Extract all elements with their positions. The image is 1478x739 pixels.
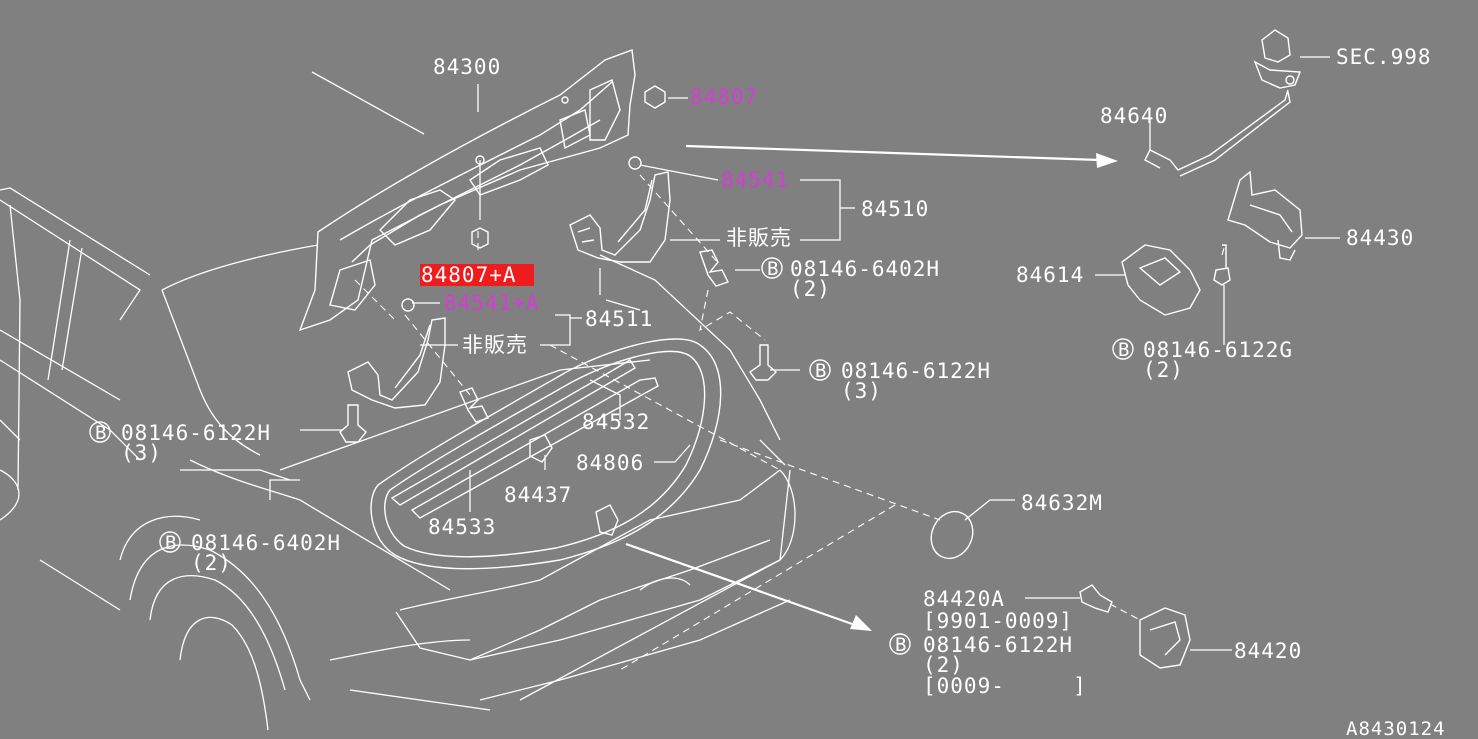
label-bolt-6122G[interactable]: 08146-6122G [1143,338,1293,362]
label-hanbai-2: 非販売 [462,333,528,357]
latch-84430-part [1227,170,1303,261]
figure-code: A8430124 [1346,718,1446,739]
bolt-b-glyph-2: B [815,360,827,382]
label-84807A[interactable]: 84807+A [421,263,517,287]
car-body-outline [0,71,796,731]
bolt-b-glyph-5: B [1118,339,1130,361]
lock-cylinder-part [1253,29,1301,89]
label-bolt-6122H-b[interactable]: 08146-6122H [841,359,991,383]
label-hanbai-1: 非販売 [726,226,792,250]
torsion-rods-part [390,359,659,519]
bolt-b-glyph-6: B [895,634,907,656]
label-sec998[interactable]: SEC.998 [1336,45,1432,69]
dashed-guides [354,174,1226,671]
hinge-left-part [347,298,446,409]
label-84632M[interactable]: 84632M [1021,491,1103,515]
highlight-84807A-box [420,264,534,286]
label-84614[interactable]: 84614 [1016,263,1084,287]
striker-84420-part [1079,584,1191,669]
label-bolt-6122H-a[interactable]: 08146-6122H [121,421,271,445]
bolt-b-glyph-4: B [165,532,177,554]
label-84541[interactable]: 84541 [721,168,789,192]
label-bolt-6402H-a-qty: (2) [790,277,831,301]
label-84300[interactable]: 84300 [433,55,501,79]
label-bolt-6122H-b-qty: (3) [841,379,882,403]
label-84806[interactable]: 84806 [576,451,644,475]
actuator-84614-part [1121,244,1201,316]
label-bolt-6402H-b[interactable]: 08146-6402H [191,531,341,555]
label-84420A[interactable]: 84420A [923,587,1005,611]
label-84430[interactable]: 84430 [1346,226,1414,250]
label-bolt-6122H-a-qty: (3) [121,441,162,465]
label-84532[interactable]: 84532 [582,410,650,434]
bolt-b-glyph-3: B [95,422,107,444]
label-84511[interactable]: 84511 [585,307,653,331]
label-84807[interactable]: 84807 [690,85,758,109]
bolt-symbols [89,257,1134,655]
right-hardware [1213,244,1231,286]
label-bolt-6122H-c-qty: (2) [923,653,964,677]
reference-arrows [625,144,1118,631]
label-bolt-6122G-qty: (2) [1143,358,1184,382]
leader-lines [269,56,1340,651]
bolt-b-glyph-1: B [767,258,779,280]
label-bolt-6402H-a[interactable]: 08146-6402H [790,257,940,281]
label-84541A[interactable]: 84541+A [444,291,540,315]
hardware-parts [339,85,974,560]
weatherstrip-part [370,338,722,570]
trunk-lid-part [298,49,636,332]
part-labels: 84300 84807 84541 84510 非販売 B 08146-6402… [95,45,1446,739]
label-84437[interactable]: 84437 [504,483,572,507]
label-84510[interactable]: 84510 [861,197,929,221]
label-bolt-6402H-b-qty: (2) [191,551,232,575]
hinge-right-part [569,156,671,263]
label-bolt-6122H-c[interactable]: 08146-6122H [923,633,1073,657]
label-84640[interactable]: 84640 [1100,104,1168,128]
label-84420[interactable]: 84420 [1234,639,1302,663]
cable-part [1144,89,1291,177]
label-84533[interactable]: 84533 [428,515,496,539]
label-range-2: [0009- ] [923,674,1087,698]
label-range-1: [9901-0009] [923,609,1073,633]
